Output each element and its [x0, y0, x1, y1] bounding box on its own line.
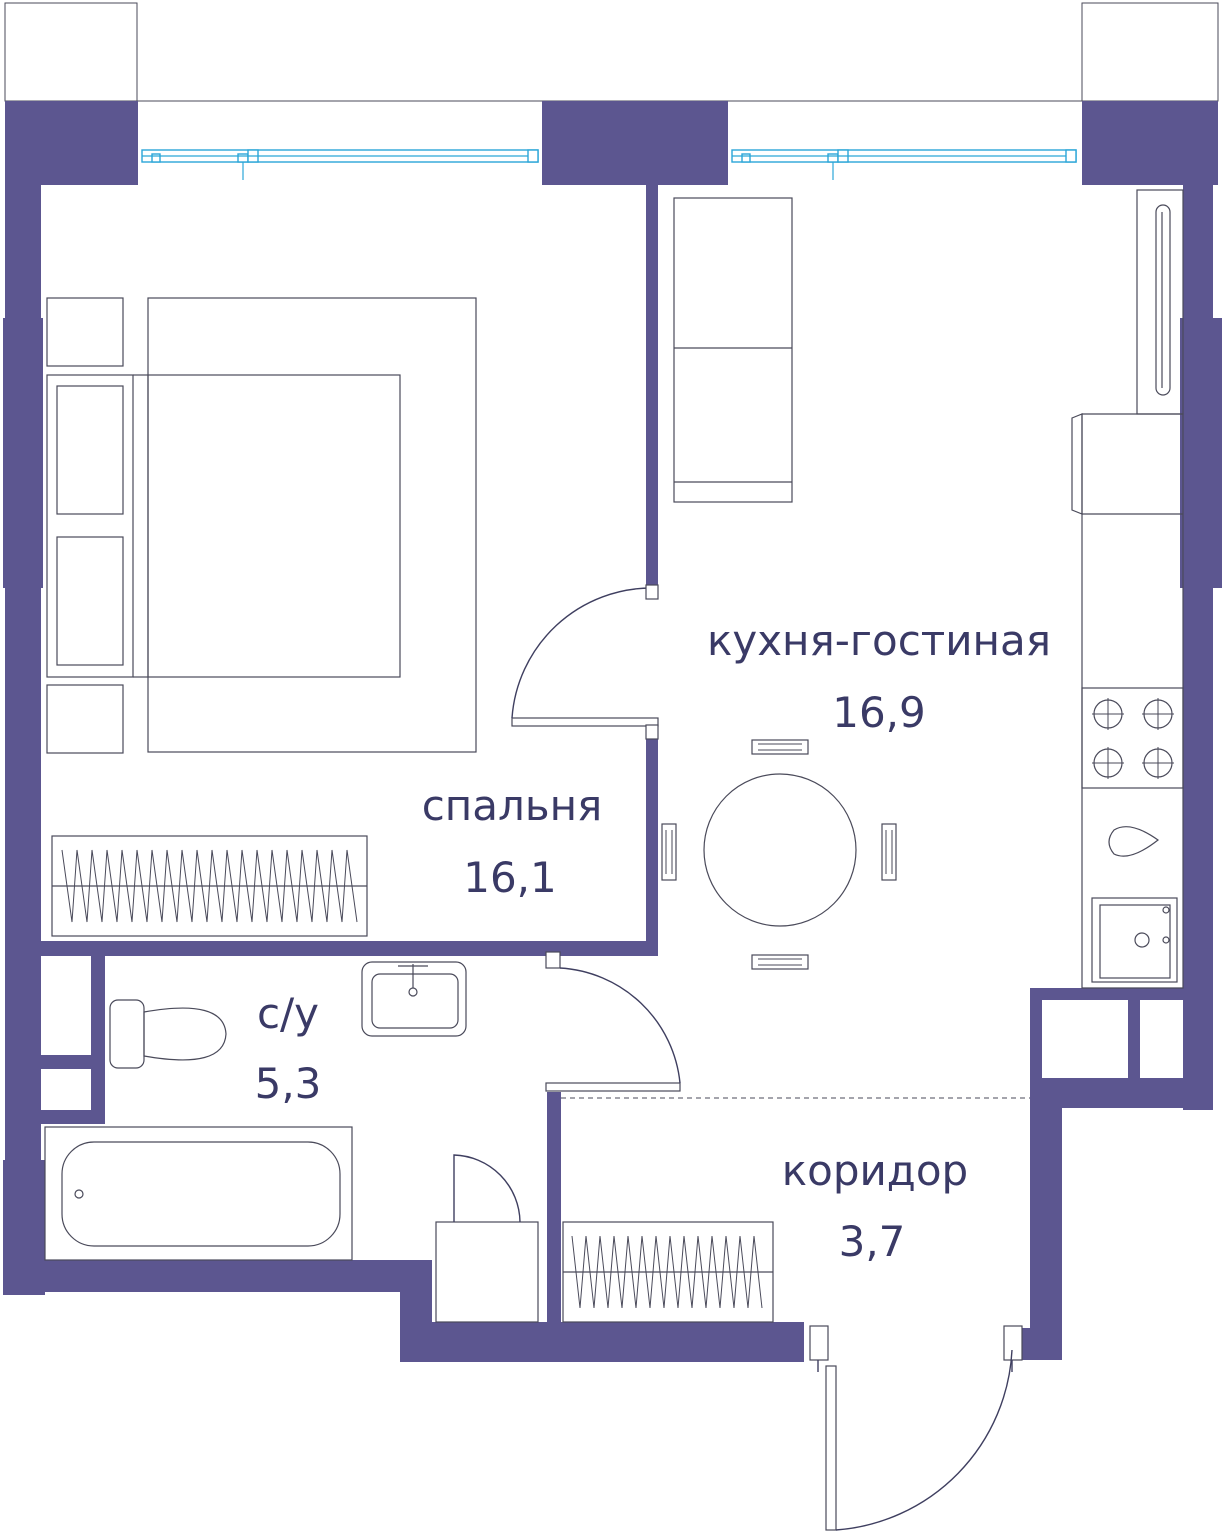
- room-name: кухня-гостиная: [707, 616, 1051, 665]
- walls: [3, 101, 1222, 1362]
- kitchen-sink-drop: [1108, 826, 1160, 857]
- room-name: коридор: [782, 1146, 968, 1195]
- bathroom-door: [545, 951, 681, 1092]
- dining-table: [661, 739, 897, 970]
- stove: [1081, 687, 1184, 789]
- bathroom-sink: [361, 961, 467, 1037]
- room-area: 5,3: [255, 1059, 322, 1108]
- nightstand-top: [46, 297, 124, 367]
- chair-right: [881, 823, 897, 881]
- room-area: 3,7: [839, 1217, 906, 1266]
- bedroom-door: [511, 584, 659, 740]
- bed: [46, 297, 477, 753]
- toilet: [109, 999, 227, 1069]
- windows: [141, 149, 1077, 180]
- bathtub: [44, 1126, 353, 1261]
- washing-machine: [435, 1154, 539, 1323]
- window-right: [731, 149, 1077, 180]
- balcony: [4, 2, 1219, 102]
- room-label-kitchen-living: кухня-гостиная 16,9: [707, 616, 1051, 737]
- chair-left: [661, 823, 677, 881]
- room-area: 16,1: [463, 853, 557, 902]
- nightstand-bottom: [46, 684, 124, 754]
- room-name: с/у: [257, 989, 319, 1038]
- chair-bottom: [751, 954, 809, 970]
- room-name: спальня: [422, 781, 603, 830]
- kitchen-sink: [1091, 897, 1178, 983]
- window-left: [141, 149, 539, 180]
- corridor-wardrobe: [562, 1221, 774, 1323]
- room-label-bedroom: спальня 16,1: [422, 781, 603, 902]
- sofa: [673, 197, 793, 503]
- room-area: 16,9: [832, 688, 926, 737]
- room-label-corridor: коридор 3,7: [782, 1146, 968, 1266]
- fridge: [1136, 189, 1184, 415]
- kitchen-counter: [1071, 413, 1184, 989]
- room-label-bathroom: с/у 5,3: [255, 989, 322, 1108]
- bedroom-wardrobe: [51, 835, 368, 937]
- entrance-door: [809, 1325, 1023, 1531]
- chair-top: [751, 739, 809, 755]
